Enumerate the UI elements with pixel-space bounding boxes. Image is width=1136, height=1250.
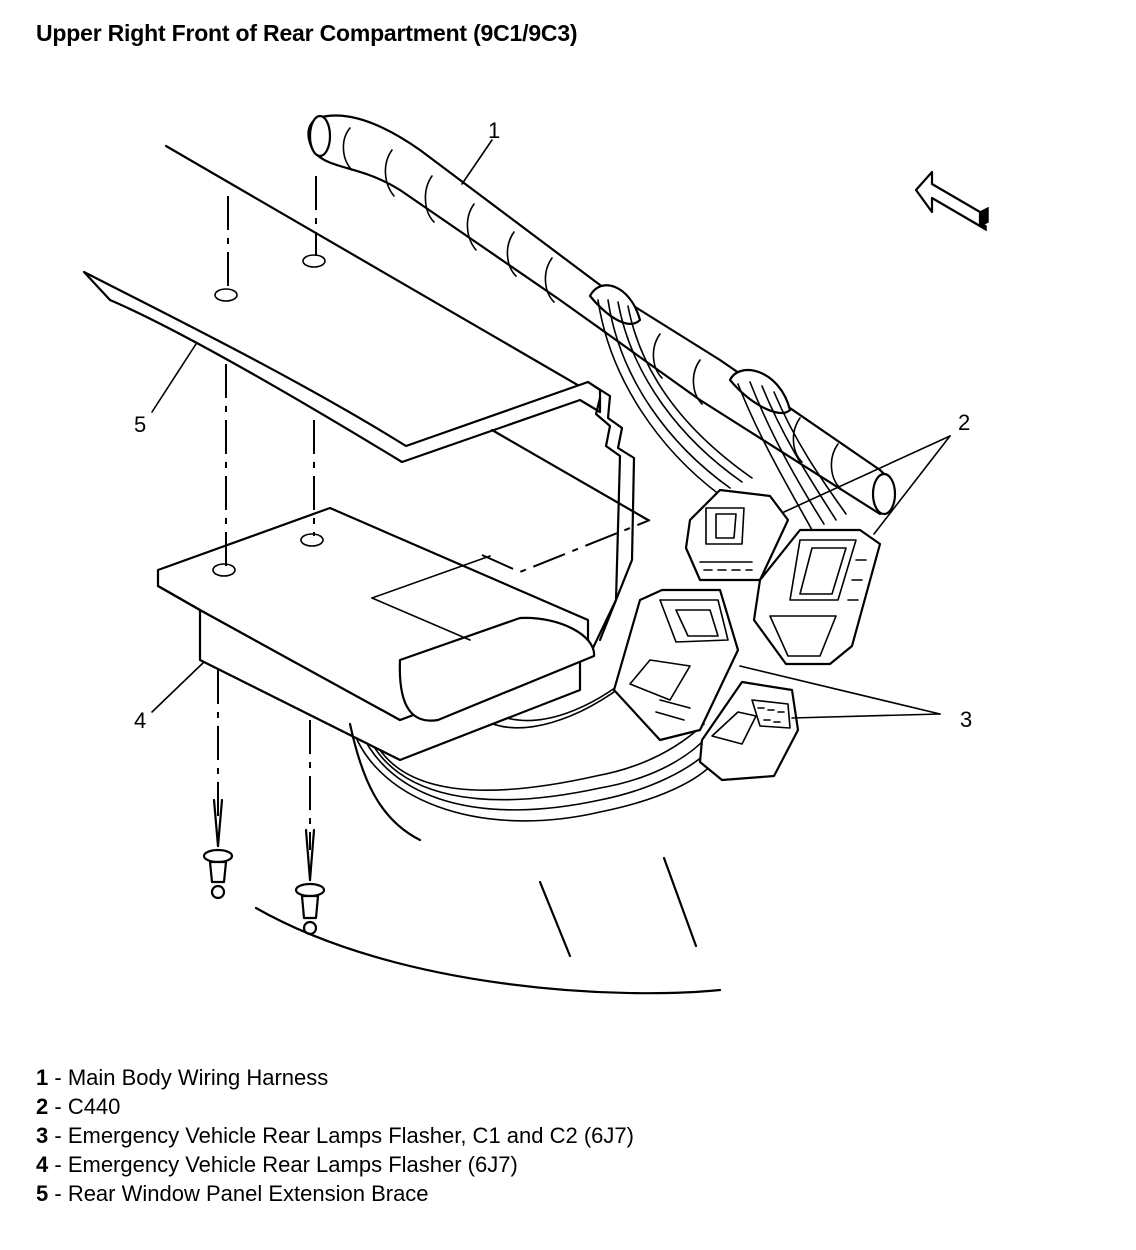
callout-5: 5 <box>134 412 147 437</box>
leader-lines <box>151 139 951 719</box>
legend-number: 2 <box>36 1094 49 1119</box>
legend-item: 1 - Main Body Wiring Harness <box>36 1063 634 1092</box>
legend-number: 1 <box>36 1065 49 1090</box>
legend-text: Emergency Vehicle Rear Lamps Flasher (6J… <box>67 1152 518 1177</box>
emergency-vehicle-rear-lamps-flasher <box>156 506 596 762</box>
flasher-c1-connector <box>612 588 740 742</box>
legend-text: C440 <box>67 1094 121 1119</box>
rivet-alignment-lines <box>217 176 651 850</box>
legend-number: 4 <box>36 1152 49 1177</box>
legend-text: Rear Window Panel Extension Brace <box>67 1181 429 1206</box>
callout-2: 2 <box>958 410 971 435</box>
legend-number: 5 <box>36 1181 49 1206</box>
legend-item: 3 - Emergency Vehicle Rear Lamps Flasher… <box>36 1121 634 1150</box>
c440-connector <box>752 528 882 666</box>
wiring-diagram <box>82 114 989 995</box>
legend-item: 2 - C440 <box>36 1092 634 1121</box>
legend-separator: - <box>48 1123 68 1148</box>
callout-3: 3 <box>960 707 973 732</box>
flasher-c2-connector <box>698 680 800 782</box>
legend-number: 3 <box>36 1123 49 1148</box>
parts-legend: 1 - Main Body Wiring Harness 2 - C440 3 … <box>36 1063 634 1208</box>
legend-text: Emergency Vehicle Rear Lamps Flasher, C1… <box>67 1123 634 1148</box>
front-direction-arrow-icon <box>914 170 989 232</box>
legend-item: 4 - Emergency Vehicle Rear Lamps Flasher… <box>36 1150 634 1179</box>
body-contour <box>254 722 722 995</box>
legend-separator: - <box>48 1152 68 1177</box>
callout-1: 1 <box>488 118 501 143</box>
legend-item: 5 - Rear Window Panel Extension Brace <box>36 1179 634 1208</box>
legend-separator: - <box>48 1094 68 1119</box>
legend-text: Main Body Wiring Harness <box>67 1065 329 1090</box>
c440-connector <box>684 488 790 582</box>
callout-4: 4 <box>134 708 147 733</box>
legend-separator: - <box>48 1065 68 1090</box>
push-rivet-icon <box>202 798 234 900</box>
push-rivet-icon <box>294 828 326 936</box>
page-title: Upper Right Front of Rear Compartment (9… <box>36 20 578 46</box>
legend-separator: - <box>48 1181 68 1206</box>
rear-window-panel-extension-brace <box>82 144 650 652</box>
